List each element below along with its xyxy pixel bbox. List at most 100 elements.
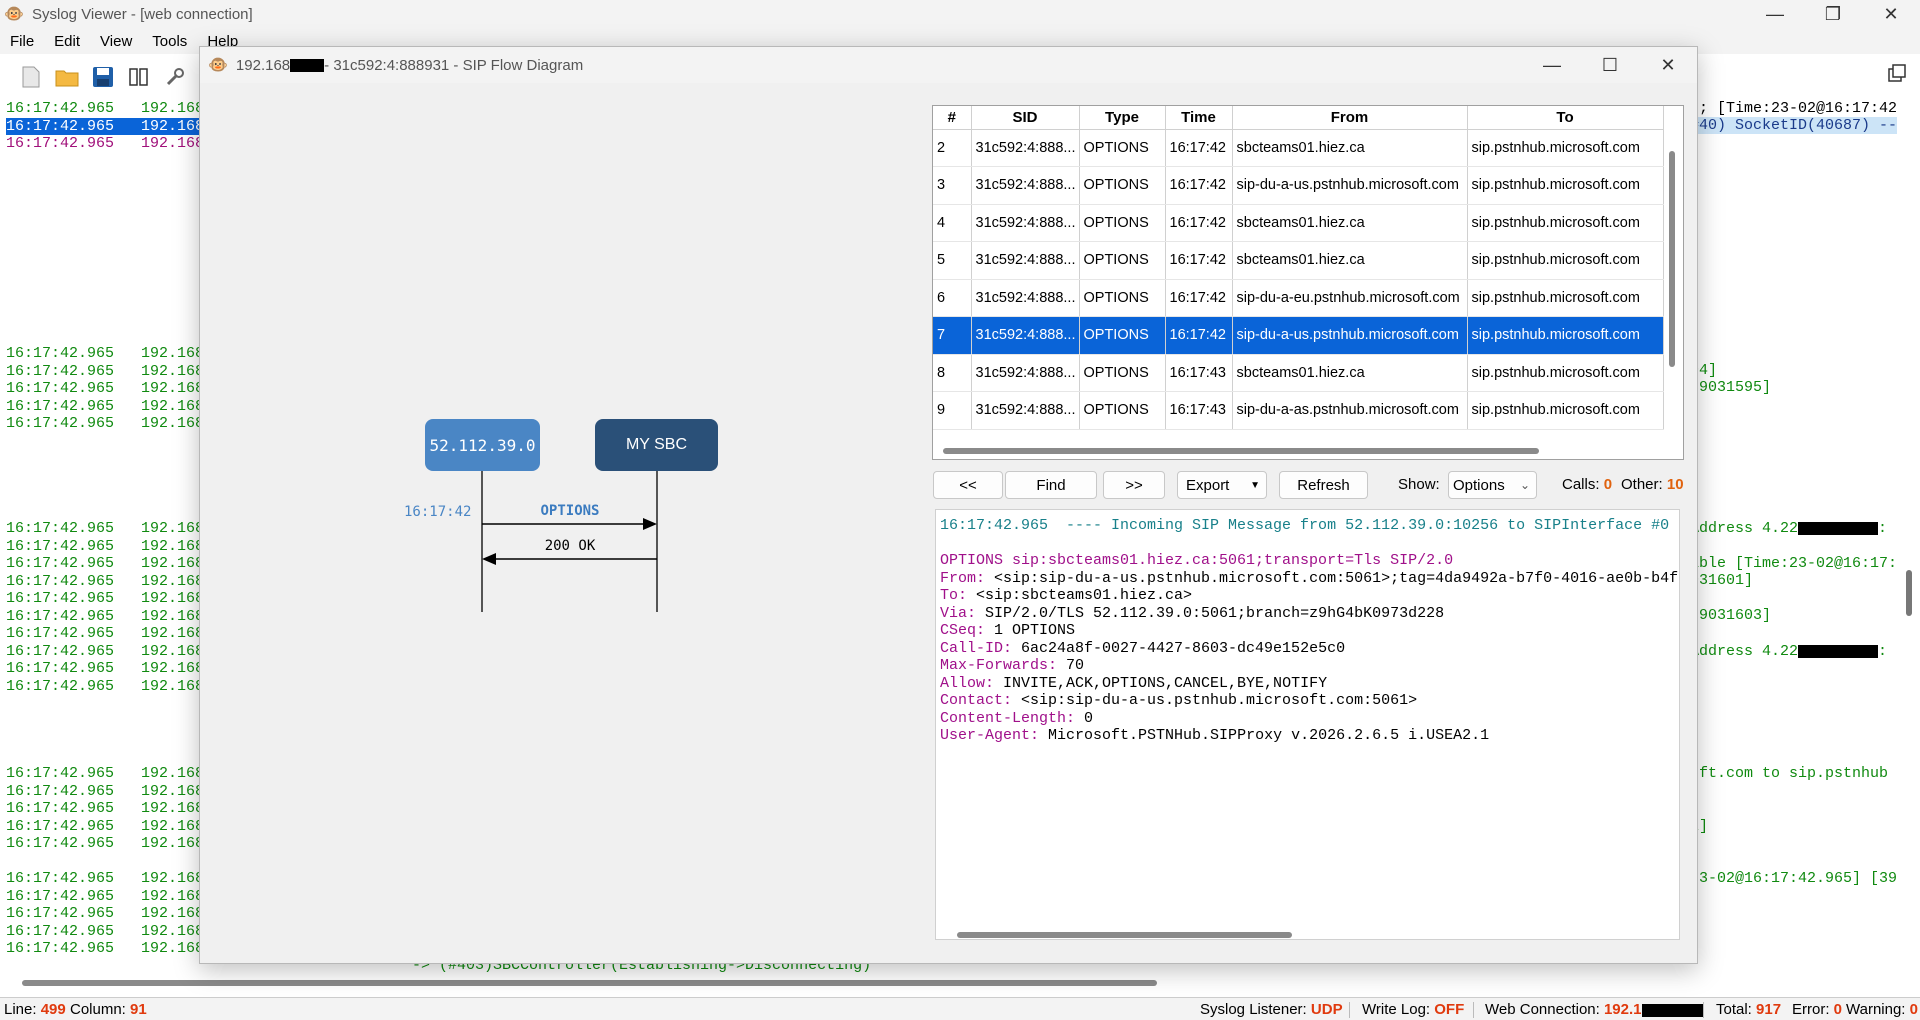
log-vertical-scrollbar[interactable] (1906, 570, 1912, 616)
next-button[interactable]: >> (1103, 471, 1165, 499)
log-view[interactable]: 16:17:42.965 192.168 16:17:42.965 192.16… (6, 100, 24, 695)
table-row[interactable]: 231c592:4:888...OPTIONS16:17:42sbcteams0… (933, 129, 1663, 167)
cell-sid: 31c592:4:888... (971, 204, 1079, 242)
table-row[interactable]: 531c592:4:888...OPTIONS16:17:42sbcteams0… (933, 242, 1663, 280)
status-divider (1473, 1002, 1474, 1018)
menu-view[interactable]: View (90, 33, 142, 50)
column-label: Column: (70, 1001, 126, 1018)
col-header-time[interactable]: Time (1165, 106, 1232, 129)
header-key: User-Agent: (940, 727, 1039, 744)
table-row[interactable]: 431c592:4:888...OPTIONS16:17:42sbcteams0… (933, 204, 1663, 242)
cell-to: sip.pstnhub.microsoft.com (1467, 317, 1663, 355)
log-time: 16:17:42.965 (6, 363, 114, 380)
table-row[interactable]: 831c592:4:888...OPTIONS16:17:43sbcteams0… (933, 354, 1663, 392)
cell-type: OPTIONS (1079, 129, 1165, 167)
writelog-label: Write Log: (1362, 1001, 1430, 1018)
cell-time: 16:17:42 (1165, 279, 1232, 317)
log-right-line: Address 4.22: (1690, 520, 1887, 537)
cell-type: OPTIONS (1079, 279, 1165, 317)
status-divider (1349, 1002, 1350, 1018)
header-value: INVITE,ACK,OPTIONS,CANCEL,BYE,NOTIFY (994, 675, 1327, 692)
log-ip: 192.168 (141, 345, 204, 362)
table-row[interactable]: 631c592:4:888...OPTIONS16:17:42sip-du-a-… (933, 279, 1663, 317)
message-horizontal-scrollbar[interactable] (957, 932, 1292, 938)
redaction-bar (1642, 1004, 1704, 1017)
col-header-to[interactable]: To (1467, 106, 1663, 129)
close-button[interactable]: ✕ (1862, 0, 1920, 29)
listener-label: Syslog Listener: (1200, 1001, 1307, 1018)
cell-to: sip.pstnhub.microsoft.com (1467, 354, 1663, 392)
show-filter-select[interactable]: Options⌄ (1448, 471, 1537, 499)
cell-number: 7 (933, 317, 971, 355)
header-allow: Allow: INVITE,ACK,OPTIONS,CANCEL,BYE,NOT… (940, 675, 1327, 692)
maximize-button[interactable]: ❐ (1804, 0, 1862, 29)
endpoint-node-sbc[interactable]: MY SBC (595, 419, 718, 471)
table-row[interactable]: 331c592:4:888...OPTIONS16:17:42sip-du-a-… (933, 167, 1663, 205)
header-value: 6ac24a8f-0027-4427-8603-dc49e152e5c0 (1012, 640, 1345, 657)
message-200ok-label[interactable]: 200 OK (545, 538, 596, 554)
columns-icon[interactable] (126, 64, 152, 90)
log-right-text: Address 4.22 (1690, 520, 1798, 537)
dialog-maximize-button[interactable]: ☐ (1581, 47, 1639, 83)
tools-icon[interactable] (162, 64, 188, 90)
log-right-line: 39031595] (1690, 379, 1771, 396)
endpoint-node-remote[interactable]: 52.112.39.0 (425, 419, 540, 471)
log-right-line: 39031603] (1690, 607, 1771, 624)
export-dropdown-button[interactable]: Export▼ (1177, 471, 1267, 499)
table-vertical-scrollbar[interactable] (1669, 151, 1675, 367)
col-header-sid[interactable]: SID (971, 106, 1079, 129)
header-value: 1 OPTIONS (985, 622, 1075, 639)
log-time: 16:17:42.965 (6, 835, 114, 852)
cell-from: sip-du-a-eu.pstnhub.microsoft.com (1232, 279, 1467, 317)
log-ip: 192.168 (141, 800, 204, 817)
header-value: <sip:sip-du-a-us.pstnhub.microsoft.com:5… (1012, 692, 1417, 709)
cell-number: 3 (933, 167, 971, 205)
diagram-time: 16:17:42 (404, 504, 471, 520)
sip-call-table[interactable]: # SID Type Time From To 231c592:4:888...… (932, 105, 1684, 460)
cell-time: 16:17:43 (1165, 354, 1232, 392)
scrollbar-thumb[interactable] (22, 980, 1157, 986)
log-right-line: 031601] (1690, 572, 1753, 589)
menu-file[interactable]: File (0, 33, 44, 50)
new-file-icon[interactable] (18, 64, 44, 90)
col-header-number[interactable]: # (933, 106, 971, 129)
show-label: Show: (1398, 476, 1440, 493)
header-value: SIP/2.0/TLS 52.112.39.0:5061;branch=z9hG… (976, 605, 1444, 622)
header-key: Content-Length: (940, 710, 1075, 727)
header-value: <sip:sip-du-a-us.pstnhub.microsoft.com:5… (985, 570, 1678, 587)
table-row[interactable]: 931c592:4:888...OPTIONS16:17:43sip-du-a-… (933, 392, 1663, 430)
header-content-length: Content-Length: 0 (940, 710, 1093, 727)
cell-time: 16:17:43 (1165, 392, 1232, 430)
other-value: 10 (1667, 476, 1684, 493)
minimize-button[interactable]: — (1746, 0, 1804, 29)
menu-edit[interactable]: Edit (44, 33, 90, 50)
header-key: Contact: (940, 692, 1012, 709)
copy-window-icon[interactable] (1888, 64, 1906, 87)
cell-time: 16:17:42 (1165, 129, 1232, 167)
table-row-selected[interactable]: 731c592:4:888...OPTIONS16:17:42sip-du-a-… (933, 317, 1663, 355)
table-horizontal-scrollbar[interactable] (943, 448, 1539, 454)
menu-tools[interactable]: Tools (142, 33, 197, 50)
save-icon[interactable] (90, 64, 116, 90)
prev-button[interactable]: << (933, 471, 1003, 499)
refresh-button[interactable]: Refresh (1279, 471, 1368, 499)
header-value: <sip:sbcteams01.hiez.ca> (967, 587, 1192, 604)
line-label: Line: (4, 1001, 37, 1018)
cell-from: sbcteams01.hiez.ca (1232, 129, 1467, 167)
log-horizontal-scrollbar[interactable] (0, 976, 1920, 988)
log-ip: 192.168 (141, 905, 204, 922)
message-options-label[interactable]: OPTIONS (540, 503, 599, 519)
sip-message-pane[interactable]: 16:17:42.965 ---- Incoming SIP Message f… (935, 509, 1680, 940)
dialog-minimize-button[interactable]: — (1523, 47, 1581, 83)
col-header-type[interactable]: Type (1079, 106, 1165, 129)
open-folder-icon[interactable] (54, 64, 80, 90)
log-ip: 192.168 (141, 363, 204, 380)
col-header-from[interactable]: From (1232, 106, 1467, 129)
log-ip: 192.168 (141, 870, 204, 887)
cell-sid: 31c592:4:888... (971, 242, 1079, 280)
other-label: Other: (1621, 476, 1663, 493)
find-button[interactable]: Find (1005, 471, 1097, 499)
dialog-close-button[interactable]: ✕ (1639, 47, 1697, 83)
log-time: 16:17:42.965 (6, 118, 114, 135)
cell-from: sip-du-a-us.pstnhub.microsoft.com (1232, 317, 1467, 355)
